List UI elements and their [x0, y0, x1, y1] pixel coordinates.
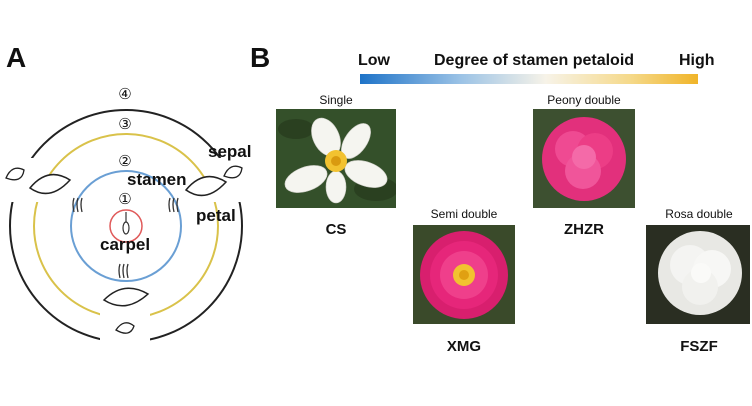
type-label-rosa-double: Rosa double [665, 207, 733, 221]
cultivar-code-cs: CS [325, 221, 347, 238]
scale-high-label: High [679, 52, 715, 69]
carpel-icon [122, 212, 130, 235]
panel-a-letter: A [6, 42, 27, 73]
label-carpel: carpel [100, 235, 151, 254]
stamen-icon-left [72, 197, 83, 213]
whorl-number-1: ① [117, 191, 133, 208]
panel-b-letter: B [250, 42, 271, 73]
sepal-icon-right [223, 165, 243, 179]
carpel-whorl-ring [109, 209, 143, 243]
whorl-number-3: ③ [117, 116, 133, 133]
floral-whorl-diagram [0, 109, 258, 344]
petal-icon-left [28, 173, 72, 195]
type-label-single: Single [319, 93, 353, 107]
flower-photo-zhzr [533, 109, 635, 208]
stamen-icon-bottom [118, 263, 129, 279]
sepal-icon-bottom [115, 322, 135, 334]
label-stamen: stamen [127, 170, 187, 189]
type-label-peony-double: Peony double [547, 93, 621, 107]
stamen-whorl-ring [70, 170, 182, 282]
label-petal: petal [196, 206, 236, 225]
flower-photo-xmg [413, 225, 515, 324]
petaloid-gradient-bar [360, 74, 698, 84]
whorl-number-2: ② [117, 153, 133, 170]
cultivar-code-zhzr: ZHZR [564, 221, 604, 238]
stamen-icon-right [168, 197, 179, 213]
petal-icon-bottom [102, 287, 150, 307]
whorl-number-4: ④ [117, 86, 133, 103]
scale-title: Degree of stamen petaloid [434, 52, 635, 69]
sepal-icon-left [5, 167, 25, 181]
petal-icon-right [184, 175, 228, 197]
cultivar-code-xmg: XMG [446, 338, 482, 355]
type-label-semi-double: Semi double [430, 207, 498, 221]
flower-photo-cs [276, 109, 396, 208]
cultivar-code-fszf: FSZF [680, 338, 718, 355]
flower-photo-fszf [646, 225, 750, 324]
scale-low-label: Low [358, 52, 390, 69]
label-sepal: sepal [208, 142, 252, 161]
